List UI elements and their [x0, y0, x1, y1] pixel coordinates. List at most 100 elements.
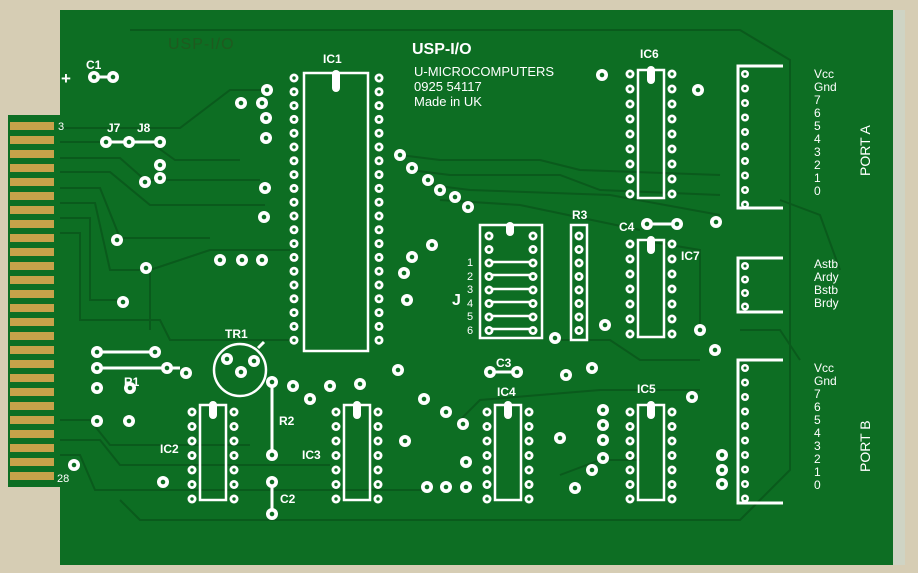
- pad-hole: [377, 186, 381, 191]
- ghost-title: USP-I/O: [168, 36, 235, 53]
- pad-hole: [376, 439, 380, 443]
- pad-hole: [628, 177, 632, 181]
- pad-hole: [292, 131, 296, 135]
- pad-hole: [334, 468, 338, 472]
- pad-hole: [377, 200, 381, 204]
- pad-hole: [689, 394, 695, 400]
- pad-hole: [487, 328, 491, 333]
- pad-hole: [263, 115, 269, 121]
- pad-hole: [572, 485, 578, 491]
- pad-hole: [577, 288, 581, 292]
- polarity-mark: +: [61, 69, 71, 88]
- pad-hole: [452, 194, 458, 200]
- ic7-label: IC7: [681, 249, 700, 263]
- edge-finger: [10, 192, 54, 200]
- port-b-pin-label: 6: [814, 400, 821, 414]
- pad-hole: [670, 72, 674, 76]
- port-b-pin-label: 0: [814, 478, 821, 492]
- pad-hole: [743, 482, 747, 486]
- pad-hole: [743, 409, 747, 414]
- pad-hole: [577, 261, 581, 265]
- pad-hole: [224, 356, 230, 362]
- pad-hole: [409, 165, 415, 171]
- pad-hole: [743, 395, 747, 399]
- pad-hole: [190, 468, 194, 472]
- pad-hole: [232, 482, 236, 487]
- pad-hole: [485, 482, 489, 487]
- port-b-pin-label: Gnd: [814, 374, 837, 388]
- pad-hole: [743, 130, 747, 134]
- pad-hole: [425, 177, 431, 183]
- pad-hole: [259, 257, 265, 263]
- pad-hole: [397, 152, 403, 158]
- pad-hole: [670, 102, 674, 106]
- pad-hole: [376, 410, 380, 414]
- pad-hole: [670, 410, 674, 414]
- edge-finger: [10, 234, 54, 242]
- pad-hole: [292, 269, 296, 273]
- r2-label: R2: [279, 414, 295, 428]
- pad-hole: [377, 90, 381, 94]
- pad-hole: [487, 234, 491, 238]
- pad-hole: [376, 482, 380, 487]
- edge-finger: [10, 430, 54, 438]
- pad-hole: [71, 462, 77, 468]
- edge-finger: [10, 346, 54, 354]
- pad-hole: [269, 452, 275, 458]
- pad-hole: [465, 204, 471, 210]
- pad-hole: [183, 370, 189, 376]
- j-label: J: [452, 292, 461, 309]
- pad-hole: [91, 74, 97, 80]
- pad-hole: [743, 188, 747, 192]
- pad-hole: [424, 484, 430, 490]
- pad-hole: [395, 367, 401, 373]
- right-edge-strip: [893, 10, 905, 565]
- pad-hole: [628, 424, 632, 429]
- pad-hole: [628, 87, 632, 91]
- pad-hole: [743, 101, 747, 105]
- pad-hole: [292, 186, 296, 191]
- pad-hole: [527, 424, 531, 429]
- pad-hole: [589, 365, 595, 371]
- pad-hole: [743, 380, 747, 385]
- port-b-header: [736, 358, 783, 505]
- pad-hole: [577, 315, 581, 319]
- pad-hole: [292, 145, 296, 149]
- pad-hole: [114, 237, 120, 243]
- port-a-title: PORT A: [857, 125, 873, 176]
- pad-hole: [377, 159, 381, 163]
- maker-line-3: Made in UK: [414, 94, 482, 109]
- pad-hole: [487, 301, 491, 306]
- c2-label: C2: [280, 492, 296, 506]
- pad-hole: [527, 410, 531, 414]
- pad-hole: [527, 482, 531, 487]
- pad-hole: [334, 439, 338, 443]
- pad-hole: [743, 173, 747, 178]
- pad-hole: [377, 76, 381, 80]
- pad-hole: [670, 192, 674, 196]
- r3-outline: [569, 223, 589, 342]
- pad-hole: [743, 438, 747, 443]
- pad-hole: [577, 247, 581, 252]
- edge-finger: [10, 164, 54, 172]
- pad-hole: [531, 234, 535, 238]
- pad-hole: [259, 100, 265, 106]
- port-a-pin-label: 2: [814, 158, 821, 172]
- pad-hole: [327, 383, 333, 389]
- pad-hole: [463, 459, 469, 465]
- pad-hole: [743, 467, 747, 472]
- port-b-title: PORT B: [857, 420, 873, 472]
- edge-finger: [10, 360, 54, 368]
- edge-finger: [10, 136, 54, 144]
- pad-hole: [599, 72, 605, 78]
- pad-hole: [251, 358, 257, 364]
- edge-finger: [10, 458, 54, 466]
- pad-hole: [577, 328, 581, 333]
- port-b-pin-label: Vcc: [814, 361, 835, 375]
- pad-hole: [743, 264, 747, 268]
- pad-hole: [377, 310, 381, 315]
- pad-hole: [292, 159, 296, 163]
- pad-hole: [628, 192, 632, 196]
- pad-hole: [743, 277, 747, 282]
